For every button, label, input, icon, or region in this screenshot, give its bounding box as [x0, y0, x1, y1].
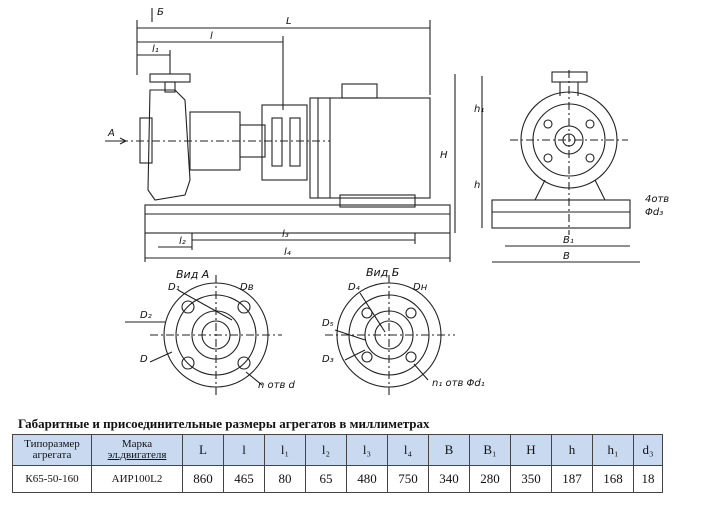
view-b-holes-label: n₁ отв Φd₁ [432, 378, 485, 389]
header-l1: l₁ [264, 434, 306, 466]
dim-H-label: H [440, 150, 448, 161]
view-b-dn-label: Dн [413, 282, 428, 293]
section-b-mark: Б [157, 7, 164, 18]
cell-B: 340 [428, 465, 470, 493]
dim-L-label: L [286, 16, 292, 27]
view-a-d-label: D [140, 354, 148, 365]
cell-B1: 280 [469, 465, 511, 493]
view-b-title: Вид Б [366, 266, 399, 279]
cell-h1: 168 [592, 465, 634, 493]
header-B: B [428, 434, 470, 466]
cell-l: 465 [223, 465, 265, 493]
header-d3: d₃ [633, 434, 663, 466]
dim-d3-label: Φd₃ [645, 207, 663, 218]
header-B1: B₁ [469, 434, 511, 466]
dim-B1-label: B₁ [563, 235, 574, 246]
dim-l-label: l [210, 31, 213, 42]
arrow-a-label: А [107, 128, 115, 139]
header-l2: l₂ [305, 434, 347, 466]
view-b-d3-label: D₃ [322, 354, 334, 365]
cell-type: К65-50-160 [12, 465, 92, 493]
table-caption: Габаритные и присоединительные размеры а… [18, 416, 430, 431]
dim-l1-label: l₁ [152, 44, 159, 55]
view-b-d5-label: D₅ [322, 318, 334, 329]
header-l: l [223, 434, 265, 466]
view-a-title: Вид А [176, 268, 209, 281]
side-view [105, 8, 456, 262]
cell-l4: 750 [387, 465, 429, 493]
cell-l2: 65 [305, 465, 347, 493]
dim-l4-label: l₄ [284, 247, 291, 258]
cell-d3: 18 [633, 465, 663, 493]
cell-l1: 80 [264, 465, 306, 493]
header-H: H [510, 434, 552, 466]
holes-count-label: 4отв [645, 194, 669, 205]
header-l3: l₃ [346, 434, 388, 466]
cell-h: 187 [551, 465, 593, 493]
view-a-dv-label: Dв [240, 282, 254, 293]
cell-l3: 480 [346, 465, 388, 493]
view-a-holes-label: n отв d [258, 380, 296, 391]
dim-h1-label: h₁ [474, 104, 484, 115]
header-l4: l₄ [387, 434, 429, 466]
front-view [481, 70, 640, 263]
header-L: L [182, 434, 224, 466]
cell-L: 860 [182, 465, 224, 493]
pump-unit-drawing: Б А L l l₁ l₂ l₃ l₄ H h₁ h 4отв Φd₃ B₁ B… [105, 7, 669, 395]
table-row: К65-50-160 АИР100L2 860 465 80 65 480 75… [12, 465, 663, 493]
cell-motor: АИР100L2 [91, 465, 183, 493]
dim-l3-label: l₃ [282, 229, 289, 240]
header-h: h [551, 434, 593, 466]
dim-h-label: h [474, 180, 480, 191]
view-a-d2-label: D₂ [140, 310, 152, 321]
cell-H: 350 [510, 465, 552, 493]
header-h1: h₁ [592, 434, 634, 466]
dim-l2-label: l₂ [179, 236, 186, 247]
dim-B-label: B [563, 251, 570, 262]
view-a-d1-label: D₁ [168, 282, 180, 293]
view-b-d4-label: D₄ [348, 282, 360, 293]
view-b-flange [325, 275, 455, 395]
view-a-flange [125, 275, 282, 395]
